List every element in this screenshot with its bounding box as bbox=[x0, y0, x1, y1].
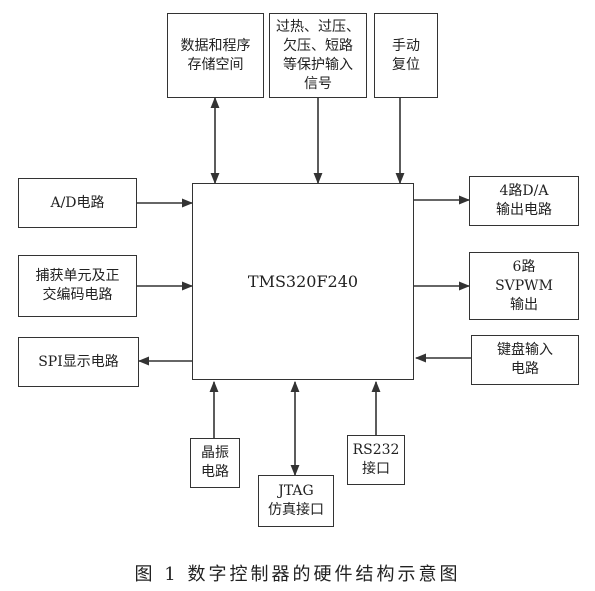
crystal-box: 晶振 电路 bbox=[190, 438, 240, 488]
protection-line-3: 等保护输入 bbox=[283, 56, 353, 73]
storage-line-1: 数据和程序 bbox=[180, 37, 251, 54]
reset-box: 手动 复位 bbox=[374, 13, 438, 98]
keyboard-box: 键盘输入 电路 bbox=[471, 335, 579, 385]
protection-line-2: 欠压、短路 bbox=[283, 37, 353, 54]
svpwm-line-1: 6路 bbox=[512, 258, 536, 275]
reset-line-2: 复位 bbox=[392, 56, 420, 73]
crystal-line-2: 电路 bbox=[201, 464, 229, 480]
jtag-line-1: JTAG bbox=[278, 483, 314, 499]
da-box: 4路D/A 输出电路 bbox=[469, 176, 579, 226]
keyboard-line-1: 键盘输入 bbox=[497, 342, 553, 358]
protection-line-1: 过热、过压、 bbox=[276, 18, 360, 35]
storage-line-2: 存储空间 bbox=[187, 56, 244, 73]
jtag-box: JTAG 仿真接口 bbox=[258, 475, 334, 527]
spi-box: SPI显示电路 bbox=[18, 337, 139, 387]
rs232-line-1: RS232 bbox=[352, 442, 400, 458]
protection-box: 过热、过压、 欠压、短路 等保护输入 信号 bbox=[269, 13, 367, 98]
da-line-1: 4路D/A bbox=[499, 183, 549, 199]
crystal-line-1: 晶振 bbox=[201, 445, 229, 461]
ad-line-1: A/D电路 bbox=[50, 194, 105, 211]
figure-caption: 图 1 数字控制器的硬件结构示意图 bbox=[134, 564, 461, 585]
storage-box: 数据和程序 存储空间 bbox=[167, 13, 264, 98]
capture-line-1: 捕获单元及正 bbox=[35, 268, 120, 284]
svpwm-line-2: SVPWM bbox=[495, 277, 553, 294]
jtag-line-2: 仿真接口 bbox=[268, 502, 324, 518]
keyboard-line-2: 电路 bbox=[511, 361, 539, 377]
reset-line-1: 手动 bbox=[392, 37, 420, 54]
cpu-box: TMS320F240 bbox=[192, 183, 414, 380]
capture-box: 捕获单元及正 交编码电路 bbox=[18, 255, 137, 317]
svpwm-box: 6路 SVPWM 输出 bbox=[469, 252, 579, 320]
cpu-label: TMS320F240 bbox=[247, 272, 359, 291]
capture-line-2: 交编码电路 bbox=[42, 287, 113, 303]
spi-line-1: SPI显示电路 bbox=[38, 353, 119, 370]
rs232-box: RS232 接口 bbox=[347, 435, 405, 485]
rs232-line-2: 接口 bbox=[362, 461, 390, 477]
protection-line-4: 信号 bbox=[304, 75, 332, 92]
svpwm-line-3: 输出 bbox=[510, 296, 538, 313]
ad-box: A/D电路 bbox=[18, 178, 137, 228]
da-line-2: 输出电路 bbox=[496, 202, 552, 218]
